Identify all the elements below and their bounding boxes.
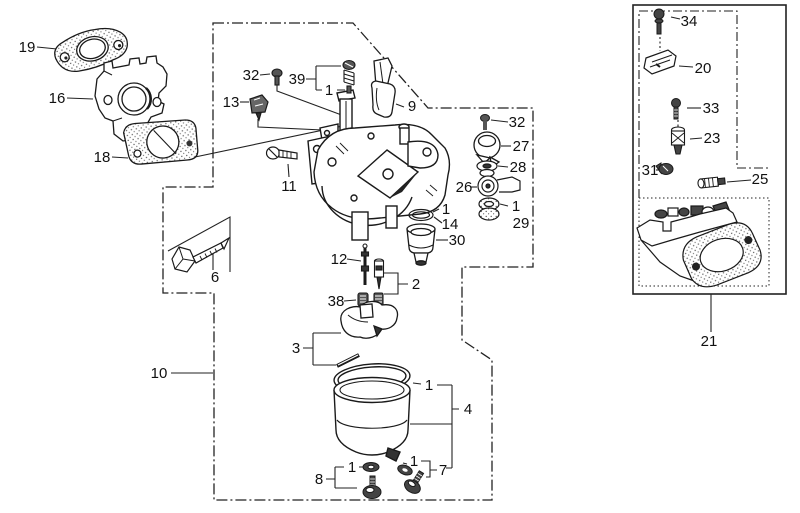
screw-32-top	[271, 68, 283, 86]
float-bowl-4	[333, 376, 411, 462]
callout-28: 28	[510, 159, 527, 176]
callout-32-right: 32	[509, 114, 526, 131]
callout-39: 39	[289, 71, 306, 88]
callout-3: 3	[292, 340, 300, 357]
washer-set-28	[476, 160, 498, 178]
callout-6: 6	[211, 269, 219, 286]
choke-plate-9	[370, 57, 396, 118]
callout-30: 30	[449, 232, 466, 249]
drain-screw-6	[171, 236, 231, 273]
callout-2: 2	[412, 276, 420, 293]
cup-filter-30	[406, 223, 436, 266]
callout-38: 38	[328, 293, 345, 310]
screw-11	[265, 146, 298, 160]
callout-16: 16	[49, 90, 66, 107]
bolt-7	[404, 470, 425, 494]
corner-marker-6	[167, 216, 231, 272]
screw-spring-39	[342, 59, 356, 94]
panel-21-inner-boundary	[638, 10, 770, 198]
insulator-16	[94, 55, 168, 142]
gasket-18	[122, 119, 199, 165]
callout-34: 34	[681, 13, 698, 30]
callout-7: 7	[439, 462, 447, 479]
callout-29: 29	[513, 215, 530, 232]
callout-12: 12	[331, 251, 348, 268]
callout-1-bowlgasket: 1	[425, 377, 433, 394]
assembly-boundary-10	[162, 22, 534, 501]
carburetor-body	[307, 89, 451, 241]
washer-1-right	[397, 464, 413, 476]
clip-13	[249, 94, 269, 122]
gasket-19	[54, 27, 128, 73]
valve-seat-26	[477, 175, 521, 197]
callout-21: 21	[701, 333, 718, 350]
panel-21-dotted-box	[638, 197, 770, 287]
callout-19: 19	[19, 39, 36, 56]
screw-34	[653, 8, 665, 35]
callout-20: 20	[695, 60, 712, 77]
callout-1-oring: 1	[442, 201, 450, 218]
callout-4: 4	[464, 401, 472, 418]
callout-11: 11	[281, 178, 297, 195]
callout-26: 26	[456, 179, 473, 196]
bracket-assembly-21	[636, 201, 762, 288]
screw-33	[671, 98, 681, 120]
washer-set-29	[478, 197, 500, 221]
valve-23	[670, 126, 686, 155]
callout-1-screw: 1	[325, 82, 333, 99]
washer-1-left	[362, 462, 380, 472]
callout-9: 9	[408, 98, 416, 115]
callout-33: 33	[703, 100, 720, 117]
clamp-20	[643, 49, 677, 75]
callout-14: 14	[442, 216, 459, 233]
callout-32-top: 32	[243, 67, 260, 84]
callout-labels: 19 16 18 32 39 1 13 9 11 32 27 28 26 1 2…	[19, 13, 769, 488]
bolt-8	[362, 475, 382, 499]
callout-8: 8	[315, 471, 323, 488]
callout-1-washer-right: 1	[410, 453, 418, 470]
callout-13: 13	[223, 94, 240, 111]
oring-14	[408, 208, 434, 222]
screw-32-right	[480, 114, 490, 130]
callout-31: 31	[642, 162, 659, 179]
joint-25	[697, 176, 726, 189]
valve-set-2	[373, 258, 385, 307]
callout-1-seat: 1	[512, 198, 520, 215]
leader-lines	[36, 16, 752, 489]
panel-21	[632, 4, 787, 332]
callout-25: 25	[752, 171, 769, 188]
callout-10: 10	[151, 365, 168, 382]
callout-27: 27	[513, 138, 530, 155]
callout-23: 23	[704, 130, 721, 147]
callout-18: 18	[94, 149, 111, 166]
clip-31	[655, 162, 674, 175]
jet-needle-12	[360, 243, 370, 285]
float-3	[336, 300, 399, 368]
callout-1-washer-left: 1	[348, 459, 356, 476]
